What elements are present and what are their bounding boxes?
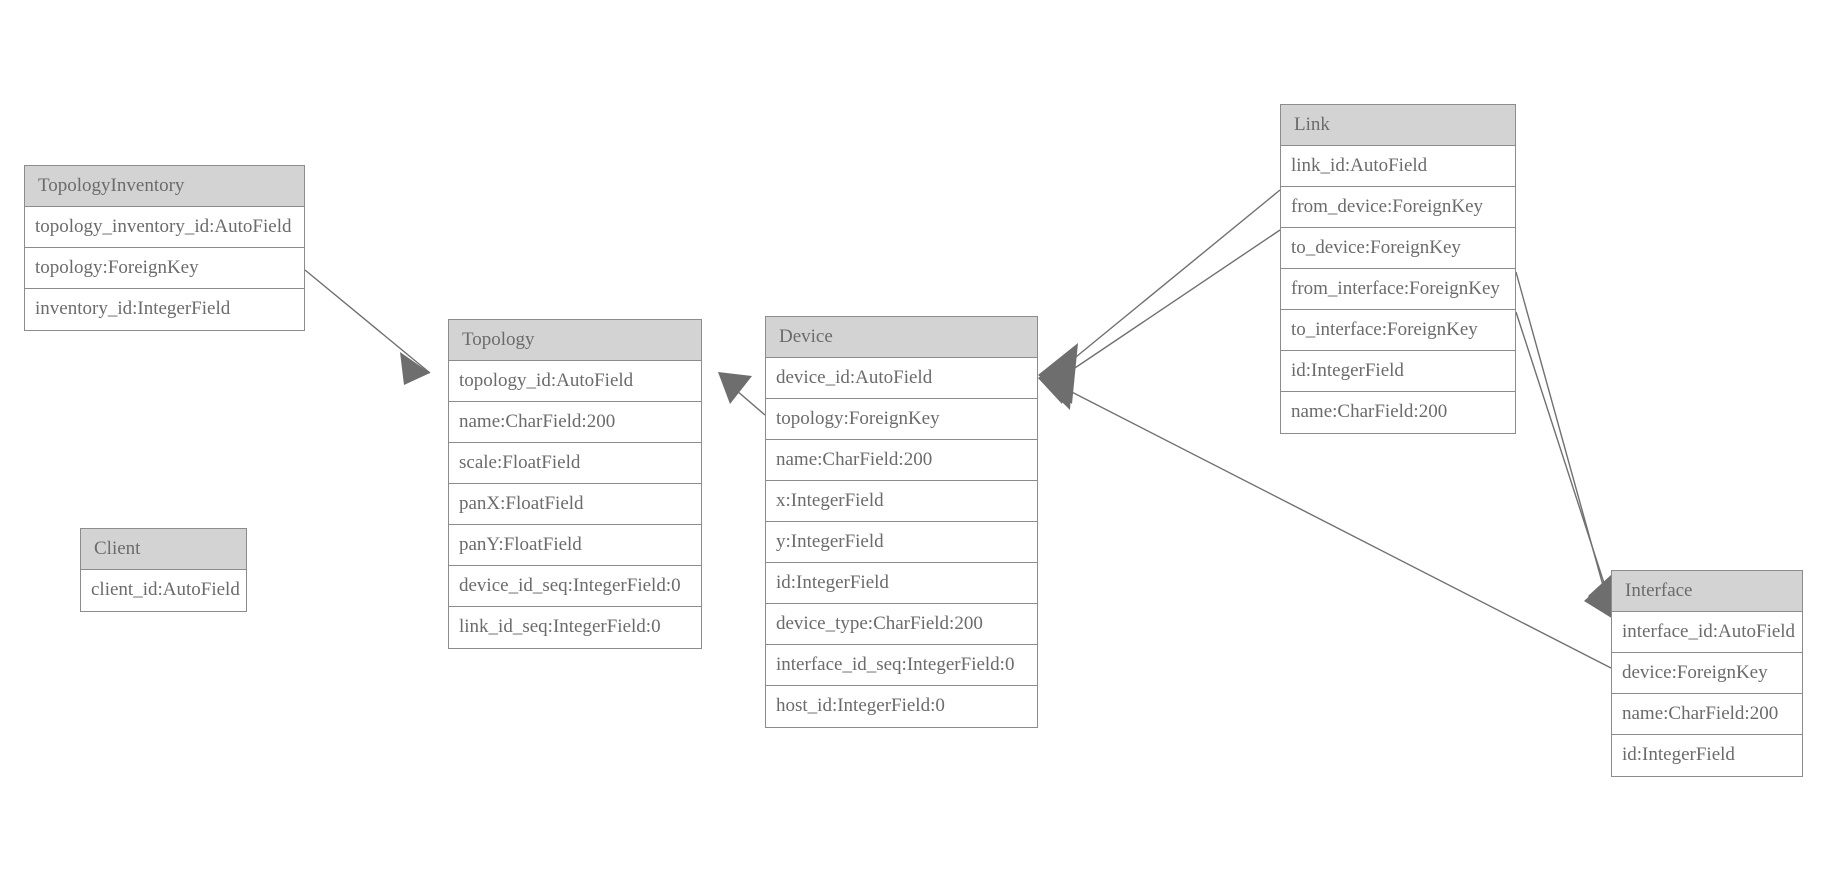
entity-field-row[interactable]: device_id:AutoField: [766, 358, 1037, 399]
entity-field-row[interactable]: from_interface:ForeignKey: [1281, 269, 1515, 310]
entity-field-row[interactable]: device:ForeignKey: [1612, 653, 1802, 694]
entity-field-row[interactable]: y:IntegerField: [766, 522, 1037, 563]
entity-field-row[interactable]: id:IntegerField: [1281, 351, 1515, 392]
relationship-topologyinventory-topology: [304, 269, 431, 385]
relationship-line: [304, 269, 431, 374]
entity-field-row[interactable]: interface_id_seq:IntegerField:0: [766, 645, 1037, 686]
entity-field-row[interactable]: topology_id:AutoField: [449, 361, 701, 402]
entity-field-row[interactable]: name:CharField:200: [449, 402, 701, 443]
relationship-link-from-device: [1038, 189, 1281, 404]
relationship-arrowhead: [718, 372, 752, 404]
relationship-line: [1059, 189, 1281, 371]
entity-title-device: Device: [766, 317, 1037, 358]
relationship-line: [721, 377, 766, 416]
entity-field-row[interactable]: topology:ForeignKey: [766, 399, 1037, 440]
entity-field-row[interactable]: device_id_seq:IntegerField:0: [449, 566, 701, 607]
entity-title-client: Client: [81, 529, 246, 570]
entity-field-row[interactable]: link_id_seq:IntegerField:0: [449, 607, 701, 648]
relationship-arrowhead: [400, 352, 430, 385]
entity-field-row[interactable]: from_device:ForeignKey: [1281, 187, 1515, 228]
relationship-line: [1515, 311, 1617, 621]
entity-field-row[interactable]: name:CharField:200: [1612, 694, 1802, 735]
relationship-line: [1059, 229, 1281, 379]
relationship-device-topology: [718, 372, 766, 416]
entity-field-row[interactable]: topology_inventory_id:AutoField: [25, 207, 304, 248]
relationship-link-to-device: [1038, 229, 1281, 410]
entity-field-row[interactable]: id:IntegerField: [1612, 735, 1802, 776]
entity-title-interface: Interface: [1612, 571, 1802, 612]
entity-field-row[interactable]: x:IntegerField: [766, 481, 1037, 522]
entity-field-row[interactable]: id:IntegerField: [766, 563, 1037, 604]
relationship-arrowhead: [1038, 366, 1074, 404]
entity-field-row[interactable]: device_type:CharField:200: [766, 604, 1037, 645]
entity-field-row[interactable]: scale:FloatField: [449, 443, 701, 484]
entity-field-row[interactable]: topology:ForeignKey: [25, 248, 304, 289]
relationship-arrowhead: [1038, 343, 1078, 404]
entity-field-row[interactable]: to_interface:ForeignKey: [1281, 310, 1515, 351]
entity-title-topologyinventory: TopologyInventory: [25, 166, 304, 207]
entity-field-row[interactable]: panY:FloatField: [449, 525, 701, 566]
entity-title-topology: Topology: [449, 320, 701, 361]
relationship-line: [1515, 271, 1613, 619]
entity-field-row[interactable]: inventory_id:IntegerField: [25, 289, 304, 330]
relationship-link-to-interface: [1515, 311, 1618, 622]
entity-field-row[interactable]: name:CharField:200: [766, 440, 1037, 481]
relationship-arrowhead: [1038, 353, 1074, 410]
entity-field-row[interactable]: name:CharField:200: [1281, 392, 1515, 433]
entity-field-row[interactable]: host_id:IntegerField:0: [766, 686, 1037, 727]
entity-field-row[interactable]: interface_id:AutoField: [1612, 612, 1802, 653]
entity-title-link: Link: [1281, 105, 1515, 146]
entity-field-row[interactable]: panX:FloatField: [449, 484, 701, 525]
entity-field-row[interactable]: to_device:ForeignKey: [1281, 228, 1515, 269]
entity-field-row[interactable]: client_id:AutoField: [81, 570, 246, 611]
relationship-link-from-interface: [1515, 271, 1618, 622]
entity-field-row[interactable]: link_id:AutoField: [1281, 146, 1515, 187]
